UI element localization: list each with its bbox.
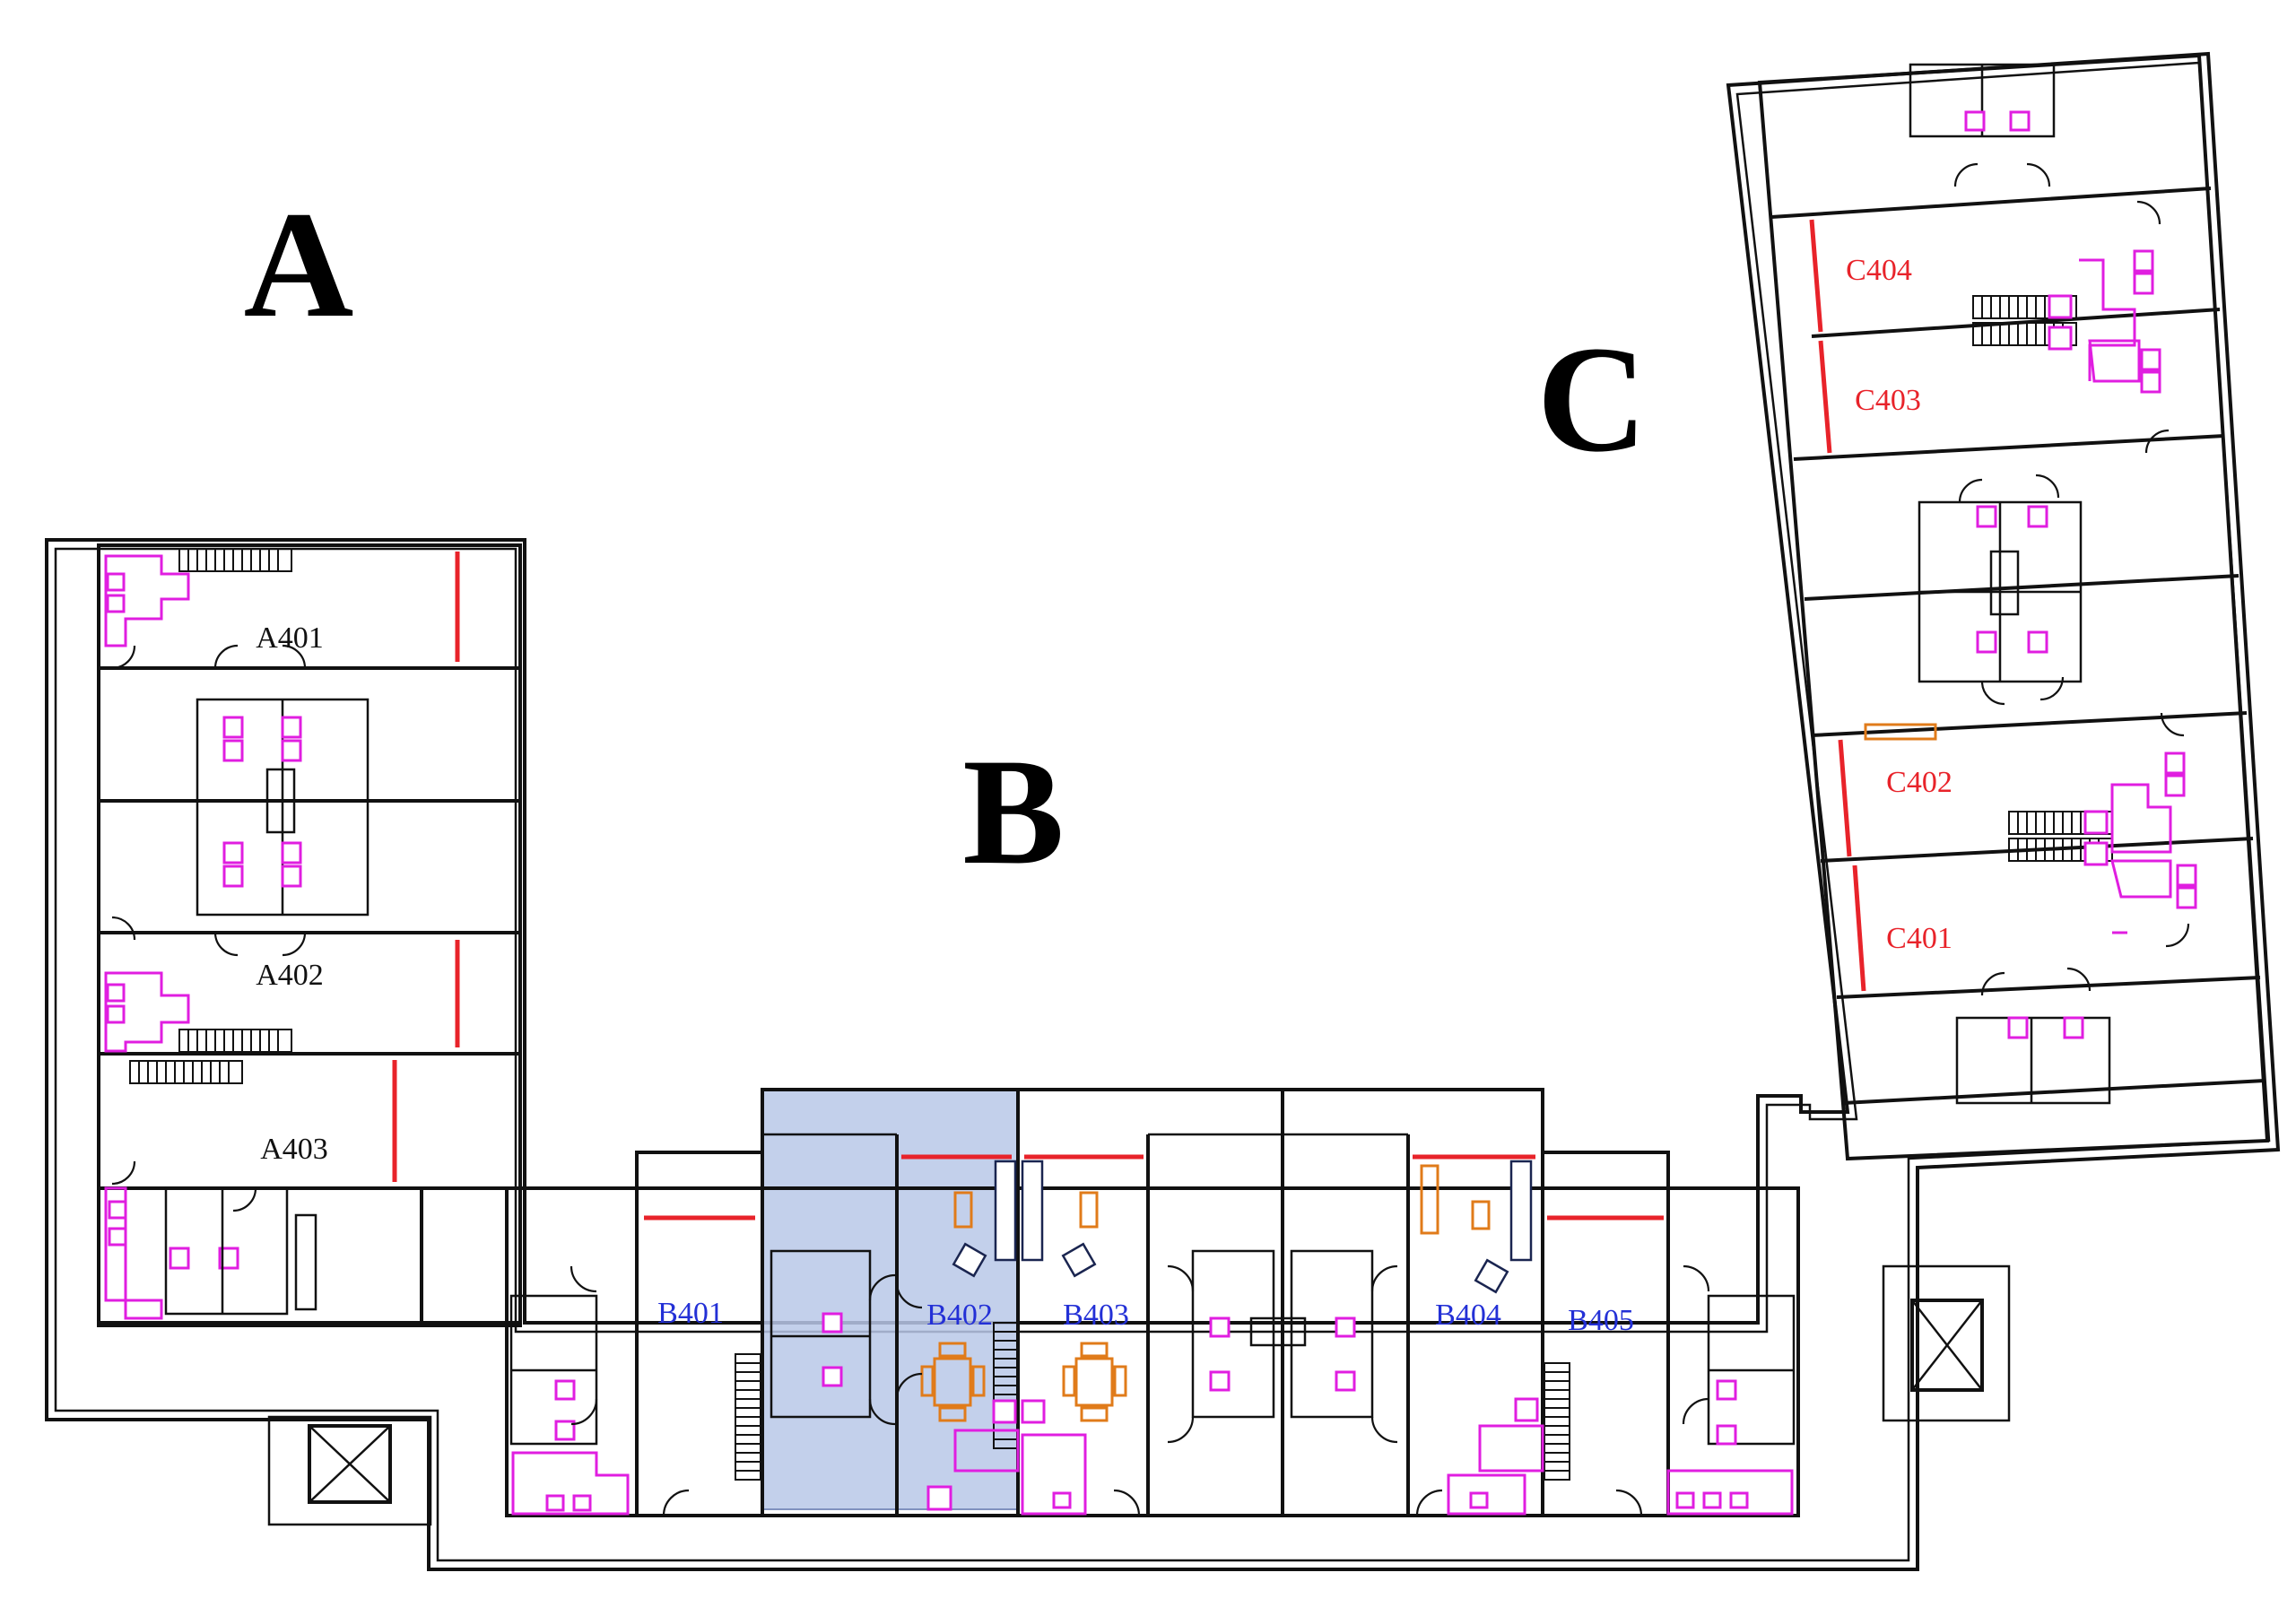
stair-a-upper bbox=[178, 548, 292, 572]
window-c401 bbox=[1852, 864, 1866, 992]
room-label-b404: B404 bbox=[1435, 1299, 1501, 1332]
fixtures-c bbox=[1964, 110, 2197, 1039]
room-label-a403: A403 bbox=[260, 1133, 328, 1166]
wing-a bbox=[97, 543, 522, 1327]
wing-c-block bbox=[1757, 53, 2270, 1161]
room-label-a402: A402 bbox=[256, 959, 324, 992]
c402-window-box bbox=[1864, 723, 1937, 741]
dining-set-b402 bbox=[920, 1342, 986, 1422]
wing-c bbox=[1757, 53, 2270, 1161]
stairs-c bbox=[1972, 295, 2113, 862]
building-outline-inner bbox=[54, 61, 2271, 1562]
room-label-b403: B403 bbox=[1063, 1299, 1129, 1332]
furniture-b bbox=[920, 1164, 1491, 1422]
room-label-b402: B402 bbox=[926, 1299, 993, 1332]
window-c403 bbox=[1818, 340, 1832, 454]
room-label-c404: C404 bbox=[1846, 254, 1912, 287]
room-label-c402: C402 bbox=[1886, 766, 1952, 799]
wing-b bbox=[267, 1088, 2011, 1526]
doors-c bbox=[1953, 162, 2190, 996]
a-shaft bbox=[265, 768, 296, 834]
room-label-c403: C403 bbox=[1855, 384, 1921, 417]
equipment-b bbox=[952, 1160, 1533, 1294]
fixtures-a bbox=[104, 554, 302, 1320]
room-label-b405: B405 bbox=[1568, 1304, 1634, 1337]
stair-a-lower bbox=[129, 1029, 292, 1084]
room-label-a401: A401 bbox=[256, 621, 324, 655]
room-label-c401: C401 bbox=[1886, 922, 1952, 955]
elevator-b-right bbox=[1882, 1264, 2011, 1422]
doors-a bbox=[111, 644, 307, 1212]
fixtures-b bbox=[511, 1312, 1794, 1516]
stairs-b bbox=[735, 1322, 1570, 1481]
wing-b-block bbox=[505, 1186, 1800, 1517]
wing-a-block bbox=[97, 543, 522, 1327]
b402-highlight bbox=[761, 1089, 1019, 1510]
room-label-b401: B401 bbox=[657, 1297, 724, 1330]
window-c404 bbox=[1809, 219, 1823, 333]
doors-b bbox=[570, 1264, 1710, 1516]
section-label-c: C bbox=[1537, 315, 1648, 483]
section-label-b: B bbox=[962, 727, 1064, 896]
elevator-b-left bbox=[267, 1415, 432, 1526]
section-label-a: A bbox=[244, 180, 354, 349]
window-c402 bbox=[1838, 739, 1852, 857]
dining-set-b403 bbox=[1062, 1342, 1127, 1422]
